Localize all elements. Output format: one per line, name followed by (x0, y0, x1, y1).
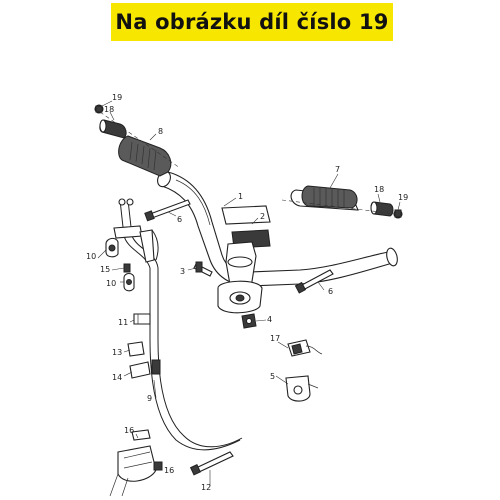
leader-lines (97, 100, 401, 486)
switch-small (241, 313, 257, 329)
label-16-lower: 16 (164, 466, 174, 475)
label-10-lower: 10 (106, 279, 116, 288)
clip-15 (123, 263, 131, 273)
handlebar-plate (221, 205, 271, 249)
right-bar-end (370, 201, 403, 219)
right-assembly-line (281, 199, 397, 215)
label-18-right: 18 (374, 185, 384, 194)
clip-14 (129, 359, 161, 379)
label-17: 17 (270, 334, 280, 343)
clip-10a (105, 237, 119, 258)
label-15: 15 (100, 265, 110, 274)
bolt (193, 261, 213, 277)
clip-13 (127, 341, 145, 357)
throttle-cables (113, 198, 243, 451)
label-3: 3 (180, 267, 185, 276)
label-9: 9 (147, 394, 152, 403)
label-6-upper: 6 (177, 215, 182, 224)
switch-17 (287, 339, 323, 357)
label-8: 8 (158, 127, 163, 136)
label-12: 12 (201, 483, 211, 492)
label-19-right: 19 (398, 193, 408, 202)
label-1: 1 (238, 192, 243, 201)
banner: Na obrázku díl číslo 19 (111, 3, 393, 41)
label-10-upper: 10 (86, 252, 96, 261)
label-16-upper: 16 (124, 426, 134, 435)
label-2: 2 (260, 212, 265, 221)
left-assembly-line (99, 111, 181, 169)
cable-tie-upper (144, 199, 191, 222)
lever-holder (285, 375, 319, 402)
label-6-right: 6 (328, 287, 333, 296)
label-7: 7 (335, 165, 340, 174)
left-grip (118, 135, 172, 177)
banner-text: Na obrázku díl číslo 19 (115, 10, 389, 34)
clip-11 (133, 313, 151, 325)
right-grip (290, 185, 359, 211)
handlebar-holder (217, 241, 263, 314)
label-19-left: 19 (112, 93, 122, 102)
label-5: 5 (270, 372, 275, 381)
lower-lever-assembly (109, 429, 163, 497)
label-14: 14 (112, 373, 122, 382)
label-18-left: 18 (104, 105, 114, 114)
label-4: 4 (267, 315, 272, 324)
cable-tie-right (294, 269, 334, 294)
cable-tie-lower (189, 451, 234, 476)
label-11: 11 (118, 318, 128, 327)
left-bar-end (94, 104, 127, 139)
clip-10b (123, 272, 135, 292)
part-labels: 1 2 3 4 5 6 6 7 8 9 10 10 11 12 13 14 15… (86, 93, 408, 492)
label-13: 13 (112, 348, 122, 357)
handlebar (157, 170, 398, 287)
